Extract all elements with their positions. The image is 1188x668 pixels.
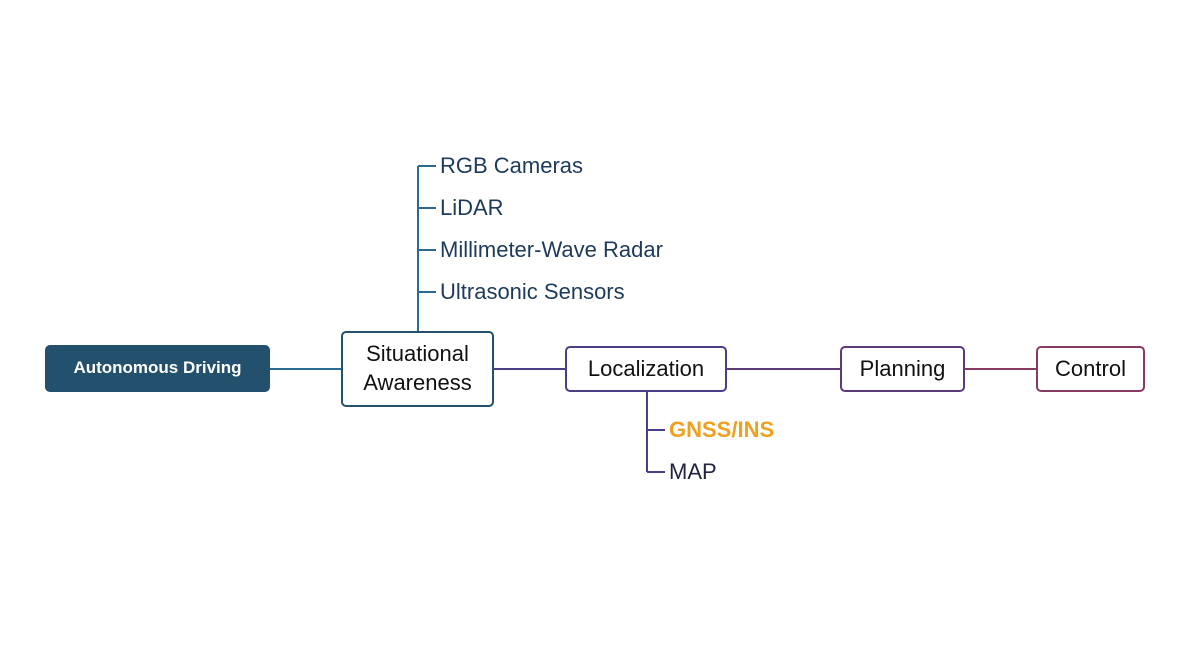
- node-localization: Localization: [565, 346, 727, 392]
- node-control: Control: [1036, 346, 1145, 392]
- leaf-ultrasonic-sensors: Ultrasonic Sensors: [440, 279, 625, 304]
- sa-label-line2: Awareness: [363, 370, 472, 395]
- planning-label: Planning: [859, 355, 946, 381]
- root-node-autonomous-driving: Autonomous Driving: [45, 345, 270, 392]
- sa-label-line1: Situational: [366, 341, 469, 367]
- node-situational-awareness: Situational Awareness: [341, 331, 494, 407]
- localization-label: Localization: [587, 355, 705, 381]
- leaf-rgb-cameras: RGB Cameras: [440, 153, 584, 178]
- leaf-millimeter-wave-radar: Millimeter-Wave Radar: [440, 237, 663, 262]
- node-planning: Planning: [840, 346, 965, 392]
- root-label: Autonomous Driving: [73, 358, 242, 378]
- leaf-map: MAP: [669, 459, 717, 484]
- leaf-gnss-ins: GNSS/INS: [669, 417, 775, 442]
- control-label: Control: [1055, 355, 1126, 381]
- leaf-lidar: LiDAR: [440, 195, 504, 220]
